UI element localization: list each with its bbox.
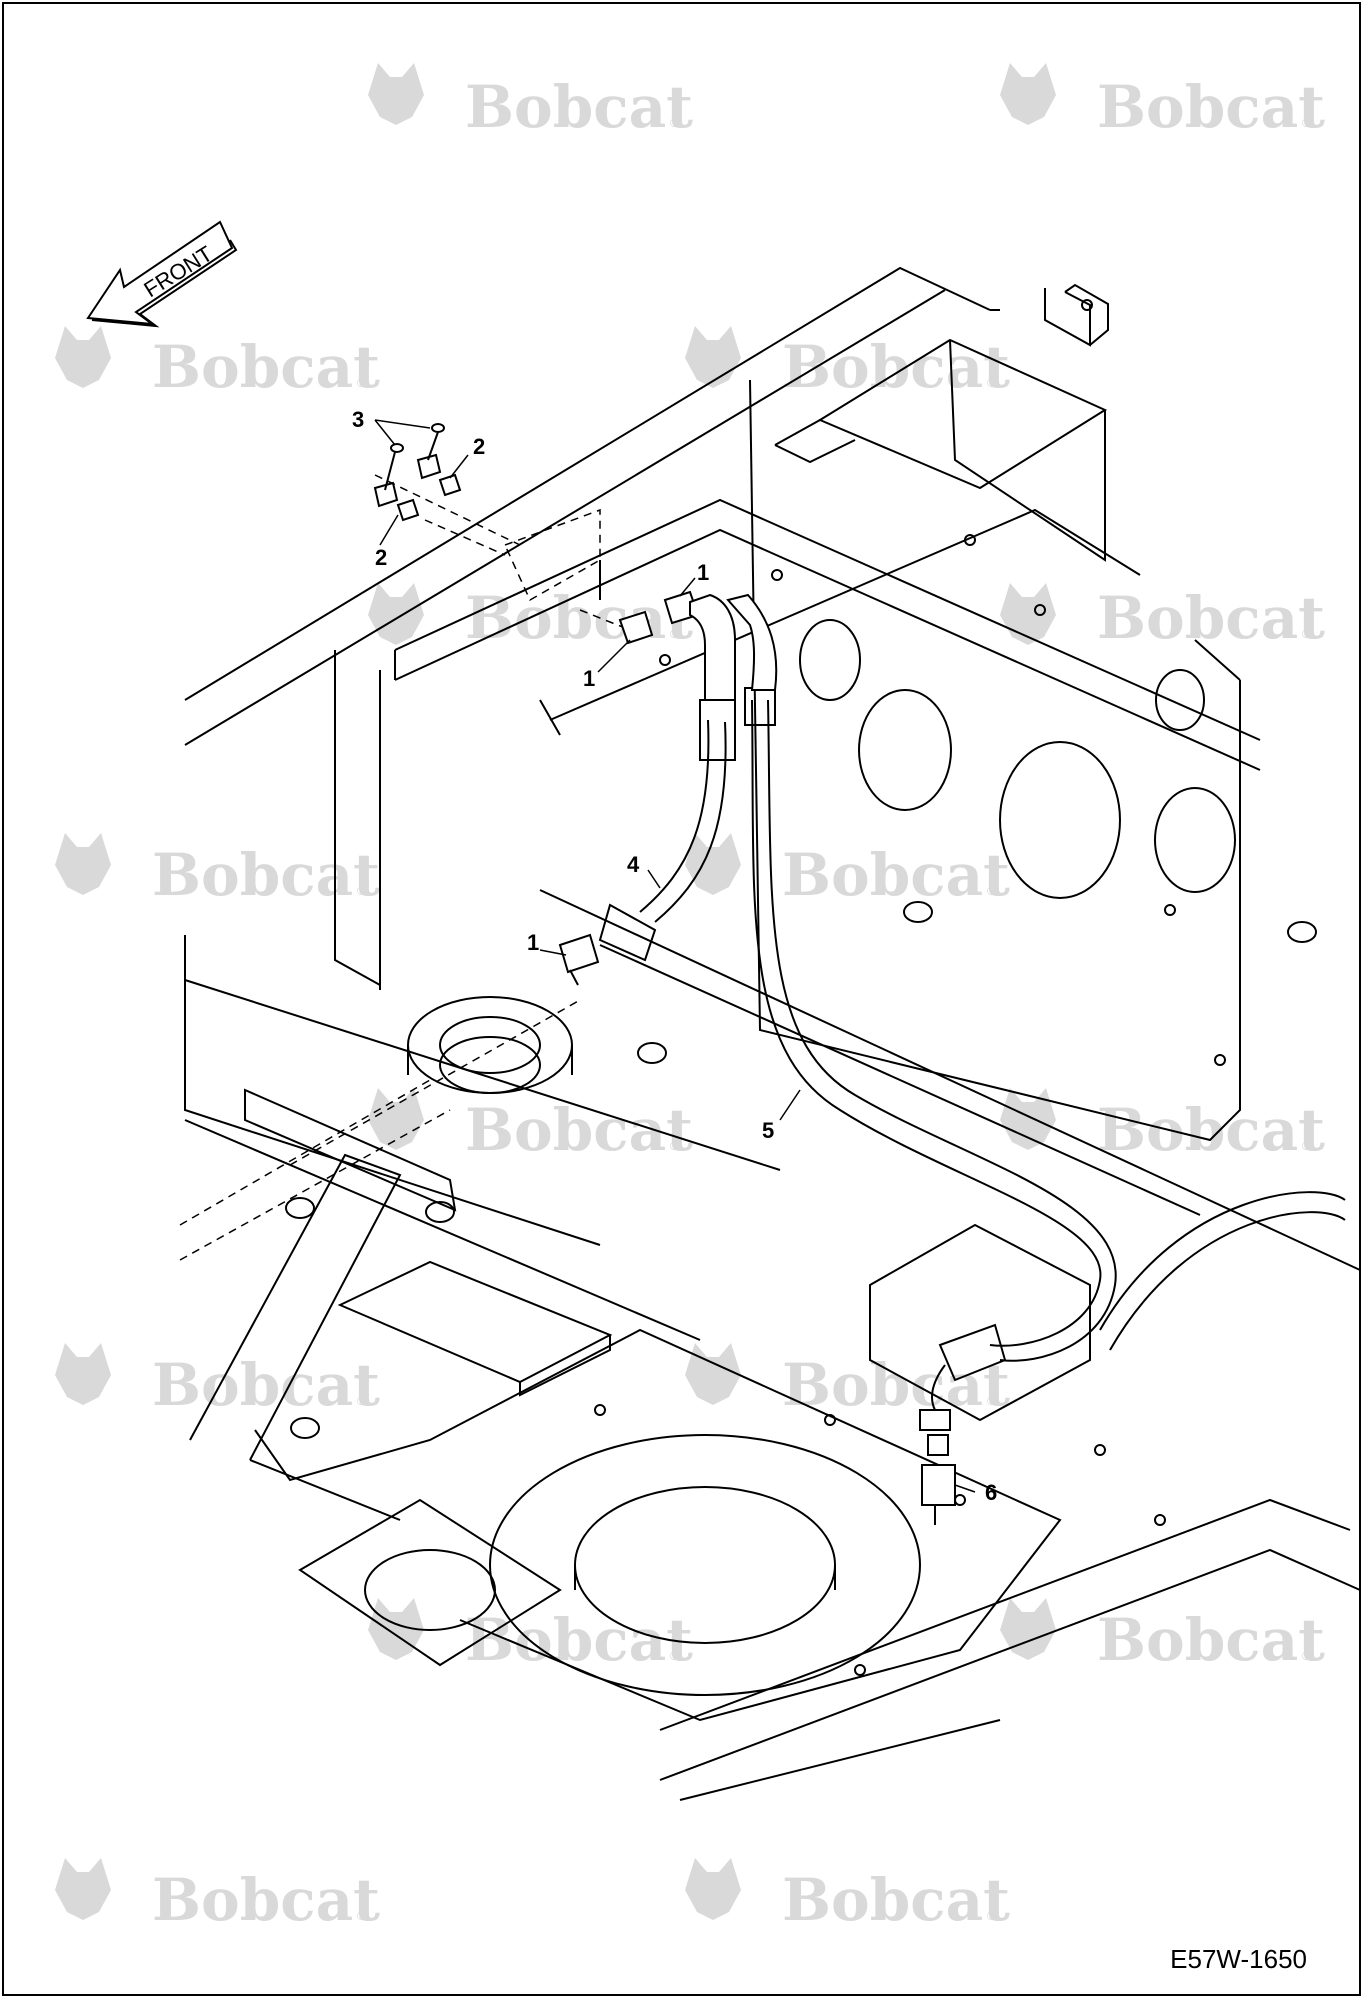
watermark-16: Bobcat ® <box>685 1858 1010 1934</box>
svg-text:®: ® <box>1302 1649 1311 1663</box>
watermark-12: Bobcat ® <box>685 1343 1010 1419</box>
watermark-4: Bobcat ® <box>685 326 1010 401</box>
front-direction-arrow: FRONT <box>86 220 238 328</box>
watermark-text: Bobcat <box>465 1606 693 1674</box>
watermarks: Bobcat ® Bobcat ® Bobcat ® Bobcat ® Bobc… <box>55 63 1325 1934</box>
watermark-text: Bobcat <box>782 1351 1010 1419</box>
watermark-text: Bobcat <box>465 73 693 141</box>
callout-6: 6 <box>985 1480 997 1505</box>
svg-text:®: ® <box>357 376 366 390</box>
drawing-reference-number: E57W-1650 <box>1170 1944 1307 1974</box>
svg-text:®: ® <box>357 1394 366 1408</box>
callout-3: 3 <box>352 407 364 432</box>
watermark-text: Bobcat <box>782 333 1010 401</box>
watermark-3: Bobcat ® <box>55 326 380 401</box>
watermark-13: Bobcat ® <box>368 1598 693 1674</box>
watermark-2: Bobcat ® <box>1000 63 1325 141</box>
watermark-10: Bobcat ® <box>1000 1088 1325 1164</box>
watermark-text: Bobcat <box>782 1866 1010 1934</box>
watermark-text: Bobcat <box>1097 1096 1325 1164</box>
watermark-text: Bobcat <box>152 841 380 909</box>
hose-4 <box>598 699 736 962</box>
watermark-text: Bobcat <box>152 1351 380 1419</box>
callout-2-upper: 2 <box>473 434 485 459</box>
svg-text:®: ® <box>987 1394 996 1408</box>
hose-5 <box>744 687 1117 1431</box>
svg-text:®: ® <box>1302 116 1311 130</box>
leader-lines <box>374 419 976 1493</box>
svg-text:®: ® <box>987 884 996 898</box>
svg-text:®: ® <box>987 376 996 390</box>
dashed-assembly-lines <box>179 474 626 1261</box>
frame-line-art <box>184 266 1361 1801</box>
fittings <box>373 453 956 1525</box>
svg-text:®: ® <box>357 884 366 898</box>
watermark-text: Bobcat <box>782 841 1010 909</box>
callout-1-upper-left: 1 <box>583 666 595 691</box>
svg-text:®: ® <box>987 1909 996 1923</box>
svg-text:®: ® <box>670 627 679 641</box>
svg-text:®: ® <box>670 1139 679 1153</box>
watermark-text: Bobcat <box>1097 584 1325 652</box>
watermark-11: Bobcat ® <box>55 1343 380 1419</box>
callout-5: 5 <box>762 1118 774 1143</box>
watermark-14: Bobcat ® <box>1000 1598 1325 1674</box>
callout-1-upper-right: 1 <box>697 560 709 585</box>
callout-1-lower: 1 <box>527 930 539 955</box>
svg-text:®: ® <box>357 1909 366 1923</box>
watermark-15: Bobcat ® <box>55 1858 380 1934</box>
watermark-6: Bobcat ® <box>1000 583 1325 652</box>
svg-text:®: ® <box>670 116 679 130</box>
watermark-7: Bobcat ® <box>55 833 380 909</box>
watermark-text: Bobcat <box>1097 1606 1325 1674</box>
watermark-text: Bobcat <box>152 333 380 401</box>
callout-4: 4 <box>627 852 640 877</box>
watermark-text: Bobcat <box>1097 73 1325 141</box>
svg-text:®: ® <box>1302 627 1311 641</box>
svg-text:®: ® <box>670 1649 679 1663</box>
watermark-1: Bobcat ® <box>368 63 693 141</box>
watermark-text: Bobcat <box>152 1866 380 1934</box>
cap-tethers <box>384 423 445 491</box>
svg-text:®: ® <box>1302 1139 1311 1153</box>
watermark-8: Bobcat ® <box>685 833 1010 909</box>
callouts: 3 2 2 1 1 4 1 5 6 <box>352 407 997 1505</box>
callout-2-lower: 2 <box>375 545 387 570</box>
